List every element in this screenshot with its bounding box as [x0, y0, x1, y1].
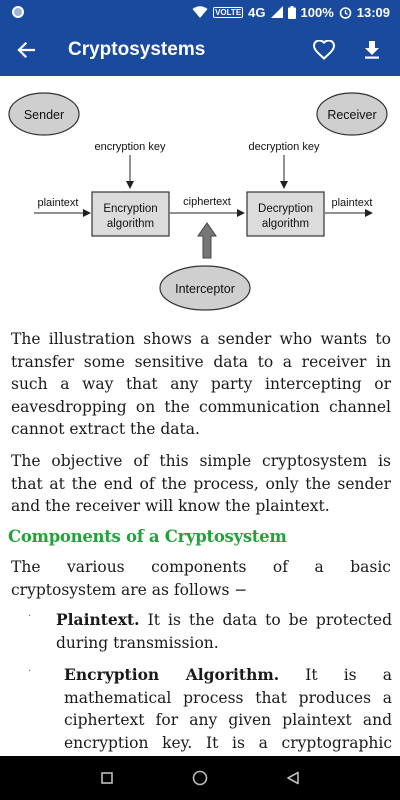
section-heading: Components of a Cryptosystem — [8, 527, 287, 546]
interceptor-arrow — [197, 222, 217, 259]
square-icon — [100, 772, 113, 784]
system-nav-bar — [0, 756, 400, 800]
app-bar: Cryptosystems — [0, 24, 400, 76]
paragraph-objective: The objective of this simple cryptosyste… — [11, 452, 391, 515]
heart-outline-icon — [313, 40, 335, 60]
alarm-icon — [339, 6, 352, 19]
arrow-back-icon — [17, 41, 35, 59]
list-item: · Plaintext. It is the data to be protec… — [28, 609, 392, 654]
list-item-term: Plaintext. — [56, 610, 140, 629]
encryption-box-line1: Encryption — [103, 203, 157, 215]
bullet-icon: · — [28, 611, 32, 622]
network-type: 4G — [248, 4, 266, 20]
receiver-node — [316, 92, 388, 136]
download-button[interactable] — [348, 24, 396, 76]
wifi-icon — [192, 5, 208, 18]
paragraph-illustration: The illustration shows a sender who want… — [11, 330, 391, 438]
circle-icon — [192, 770, 208, 786]
volte-badge: VOLTE — [213, 6, 244, 18]
sender-node — [8, 92, 80, 136]
plaintext-out-label: plaintext — [332, 197, 373, 209]
decryption-box-line1: Decryption — [258, 203, 313, 215]
encryption-algorithm-box — [91, 191, 170, 237]
receiver-label: Receiver — [327, 108, 376, 122]
recents-button[interactable] — [87, 758, 127, 798]
signal-icon — [270, 6, 283, 18]
encryption-key-label: encryption key — [95, 141, 166, 153]
triangle-back-icon — [287, 771, 300, 785]
page-title: Cryptosystems — [68, 39, 206, 60]
paragraph-components-intro: The various components of a basic crypto… — [11, 558, 391, 599]
clock: 13:09 — [356, 4, 390, 20]
list-item-term: Encryption Algorithm. — [64, 665, 280, 684]
back-button[interactable] — [2, 24, 50, 76]
decryption-key-label: decryption key — [249, 141, 320, 153]
bullet-icon: · — [28, 666, 32, 677]
plaintext-in-label: plaintext — [38, 197, 79, 209]
back-nav-button[interactable] — [273, 758, 313, 798]
status-bar: VOLTE 4G 100% 13:09 — [0, 0, 400, 24]
battery-percent: 100% — [300, 4, 334, 20]
article-content: Sender Receiver encryption key decryptio… — [0, 76, 400, 756]
list-item-text: It is a mathematical process that produc… — [64, 666, 392, 752]
favorite-button[interactable] — [300, 24, 348, 76]
notification-icon — [12, 6, 24, 18]
battery-icon — [287, 5, 296, 19]
ciphertext-label: ciphertext — [183, 196, 231, 208]
interceptor-node — [159, 265, 251, 311]
decryption-algorithm-box — [246, 191, 325, 237]
list-item-text: It is the data to be protected during tr… — [56, 611, 392, 652]
encryption-box-line2: algorithm — [107, 218, 154, 230]
list-item: · Encryption Algorithm. It is a mathemat… — [28, 664, 392, 756]
decryption-box-line2: algorithm — [262, 218, 309, 230]
download-icon — [365, 41, 379, 59]
sender-label: Sender — [24, 108, 64, 122]
home-button[interactable] — [180, 758, 220, 798]
interceptor-label: Interceptor — [175, 282, 235, 296]
cryptosystem-diagram: Sender Receiver encryption key decryptio… — [8, 92, 388, 311]
